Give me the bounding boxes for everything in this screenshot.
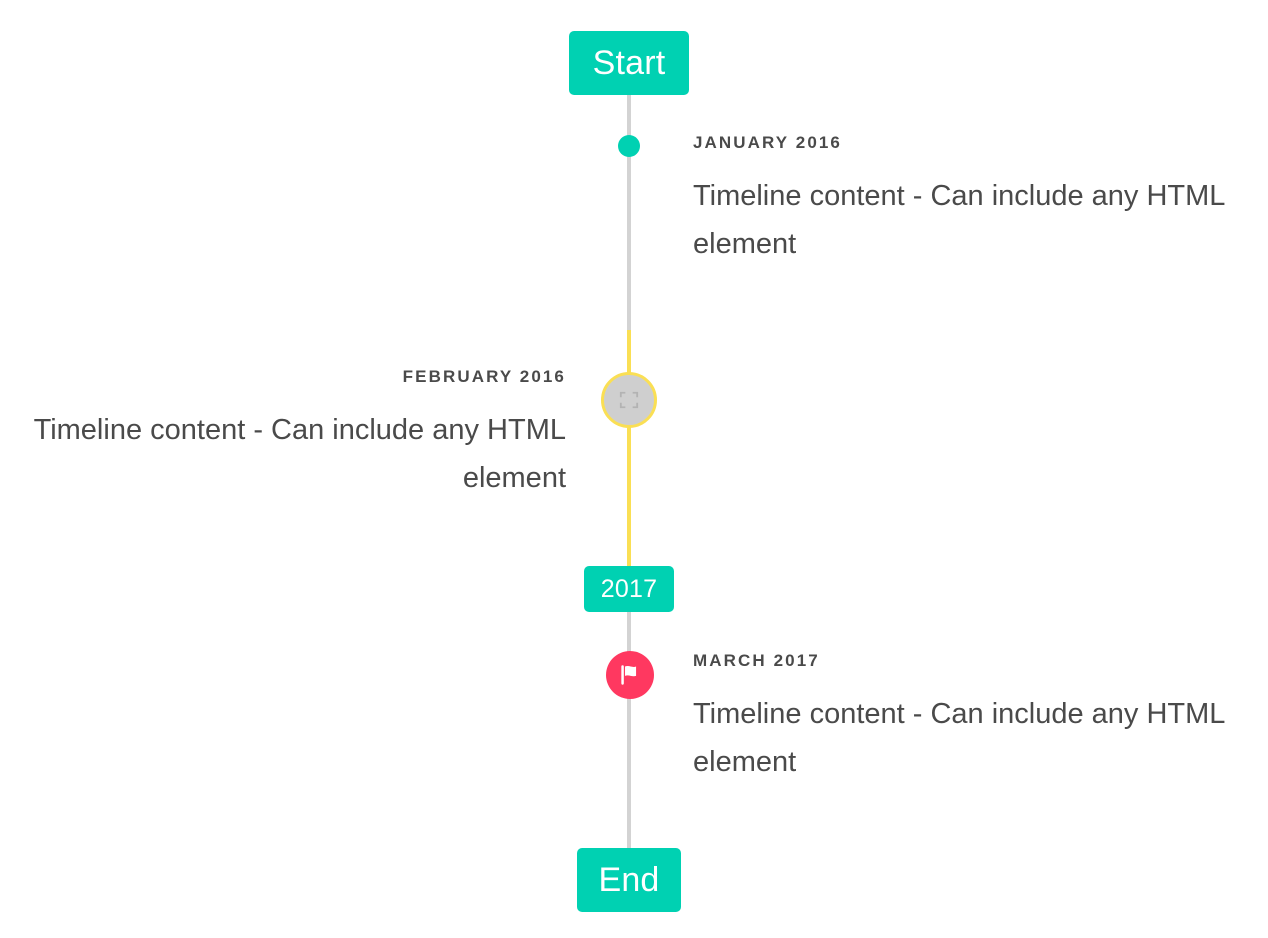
timeline-marker-february[interactable] [601, 372, 657, 428]
timeline-rail-gray-upper [627, 92, 631, 332]
timeline-marker-january[interactable] [618, 135, 640, 157]
timeline-entry-body: Timeline content - Can include any HTML … [33, 414, 566, 494]
timeline-entry-body: Timeline content - Can include any HTML … [693, 180, 1225, 260]
timeline-entry-january: JANUARY 2016 Timeline content - Can incl… [693, 134, 1233, 269]
timeline-entry-heading: FEBRUARY 2016 [402, 367, 566, 386]
timeline-entry-heading: JANUARY 2016 [693, 133, 842, 152]
timeline-entry-heading: MARCH 2017 [693, 651, 820, 670]
timeline-entry-body: Timeline content - Can include any HTML … [693, 698, 1225, 778]
timeline-header-2017[interactable]: 2017 [584, 566, 674, 612]
flag-icon [621, 665, 637, 685]
timeline-rail-yellow [627, 330, 631, 570]
timeline-marker-march[interactable] [606, 651, 654, 699]
broken-image-icon [619, 391, 639, 409]
timeline-entry-february: FEBRUARY 2016 Timeline content - Can inc… [28, 368, 566, 503]
timeline-header-start[interactable]: Start [569, 31, 689, 95]
timeline-header-end[interactable]: End [577, 848, 681, 912]
timeline-rail-gray-lower [627, 610, 631, 860]
timeline-entry-march: MARCH 2017 Timeline content - Can includ… [693, 652, 1233, 787]
